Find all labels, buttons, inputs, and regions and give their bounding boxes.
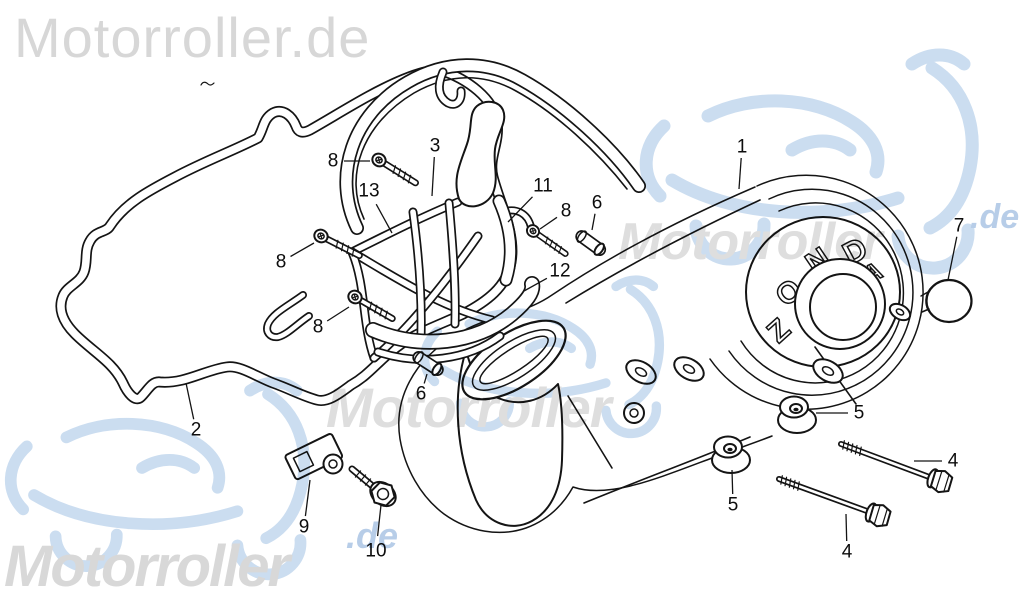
callout-13: 13: [358, 181, 393, 234]
shroud-neck: [455, 100, 506, 208]
screw-part-8: [346, 288, 395, 324]
bolt10-hex-center: [376, 487, 390, 501]
callout-3: 3: [430, 136, 441, 197]
screw-boss: [673, 356, 705, 382]
callout-2: 2: [185, 382, 202, 441]
part-number-label: 5: [728, 495, 739, 516]
part-number-label: 6: [592, 193, 603, 214]
screw-boss-hole: [821, 365, 835, 377]
callout-9: 9: [299, 479, 311, 538]
callout-6a: 6: [591, 193, 603, 231]
leader-line: [431, 156, 435, 197]
leader-line: [185, 382, 195, 420]
clamp-eye-hole: [328, 459, 338, 469]
screw-part-8: [525, 223, 569, 259]
leader-line: [591, 213, 596, 231]
leader-line: [326, 306, 350, 322]
cap-lip: [920, 291, 930, 313]
cap-part-7: [920, 278, 973, 324]
stray-mark: [200, 81, 215, 86]
duct-tab-core: [436, 69, 464, 108]
callout-8d: 8: [539, 201, 572, 230]
duct-arc-core: [341, 59, 645, 234]
part-number-label: 4: [842, 542, 853, 563]
leader-line: [539, 216, 558, 230]
long-bolt-part-4: [837, 434, 954, 496]
part-number-label: 8: [276, 252, 287, 273]
leader-line: [738, 157, 742, 190]
clamp-part-9: [284, 433, 344, 481]
leader-line: [731, 469, 734, 495]
screw-boss-hole: [682, 363, 696, 375]
callout-12: 12: [523, 261, 571, 292]
part-number-label: 8: [313, 317, 324, 338]
leader-line: [304, 479, 311, 517]
guide-strip-part-11-core: [494, 196, 516, 285]
leader-line: [290, 242, 315, 258]
air-duct-arc-part-13: [339, 58, 646, 235]
part-number-label: 8: [561, 201, 572, 222]
part-number-label: 13: [358, 181, 379, 202]
part-number-label: 8: [328, 151, 339, 172]
bolt10-threads: [354, 470, 372, 486]
dowel-pin-part-6: [576, 230, 606, 257]
cover-arm-fill: [398, 187, 812, 533]
part-number-label: 2: [191, 420, 202, 441]
screw-boss: [888, 302, 912, 322]
leader-line: [507, 196, 533, 223]
part-number-label: 1: [737, 137, 748, 158]
cap-inner-edge: [925, 285, 934, 315]
part-number-label: 5: [854, 403, 865, 424]
callout-4b: 4: [842, 513, 853, 563]
screw-boss-hole: [895, 308, 905, 316]
callout-7: 7: [947, 216, 965, 281]
part-number-label: 6: [416, 384, 427, 405]
callout-5b: 5: [728, 469, 739, 516]
long-bolt-part-4: [775, 469, 892, 530]
leader-line: [947, 236, 958, 281]
screw-boss: [812, 358, 844, 384]
callout-8c: 8: [313, 306, 350, 338]
clamp-eye: [322, 453, 344, 475]
callout-8b: 8: [276, 242, 315, 273]
callout-10: 10: [365, 504, 387, 562]
leader-line: [375, 203, 393, 234]
shroud-strut-core: [349, 199, 461, 255]
flange-bolt-part-10: [348, 465, 397, 508]
leader-line: [376, 504, 382, 537]
callout-4a: 4: [914, 451, 959, 472]
callout-11: 11: [507, 176, 553, 223]
part-number-label: 9: [299, 517, 310, 538]
part-number-label: 4: [948, 451, 959, 472]
part-number-label: 11: [533, 176, 553, 197]
bolt10-hex-head: [370, 481, 396, 507]
leader-line: [845, 513, 848, 542]
part-number-label: 10: [365, 541, 386, 562]
callout-5a: 5: [816, 403, 864, 424]
kickstart-boss: [809, 273, 877, 341]
callout-1: 1: [737, 137, 748, 190]
callout-8a: 8: [328, 151, 370, 172]
part-number-label: 7: [954, 216, 965, 237]
gasket-tab-notch-core: [264, 292, 312, 340]
part-number-label: 3: [430, 136, 441, 157]
duct-arc-inner-line: [355, 76, 628, 220]
round-boss: [623, 402, 645, 424]
part-number-label: 12: [549, 261, 570, 282]
